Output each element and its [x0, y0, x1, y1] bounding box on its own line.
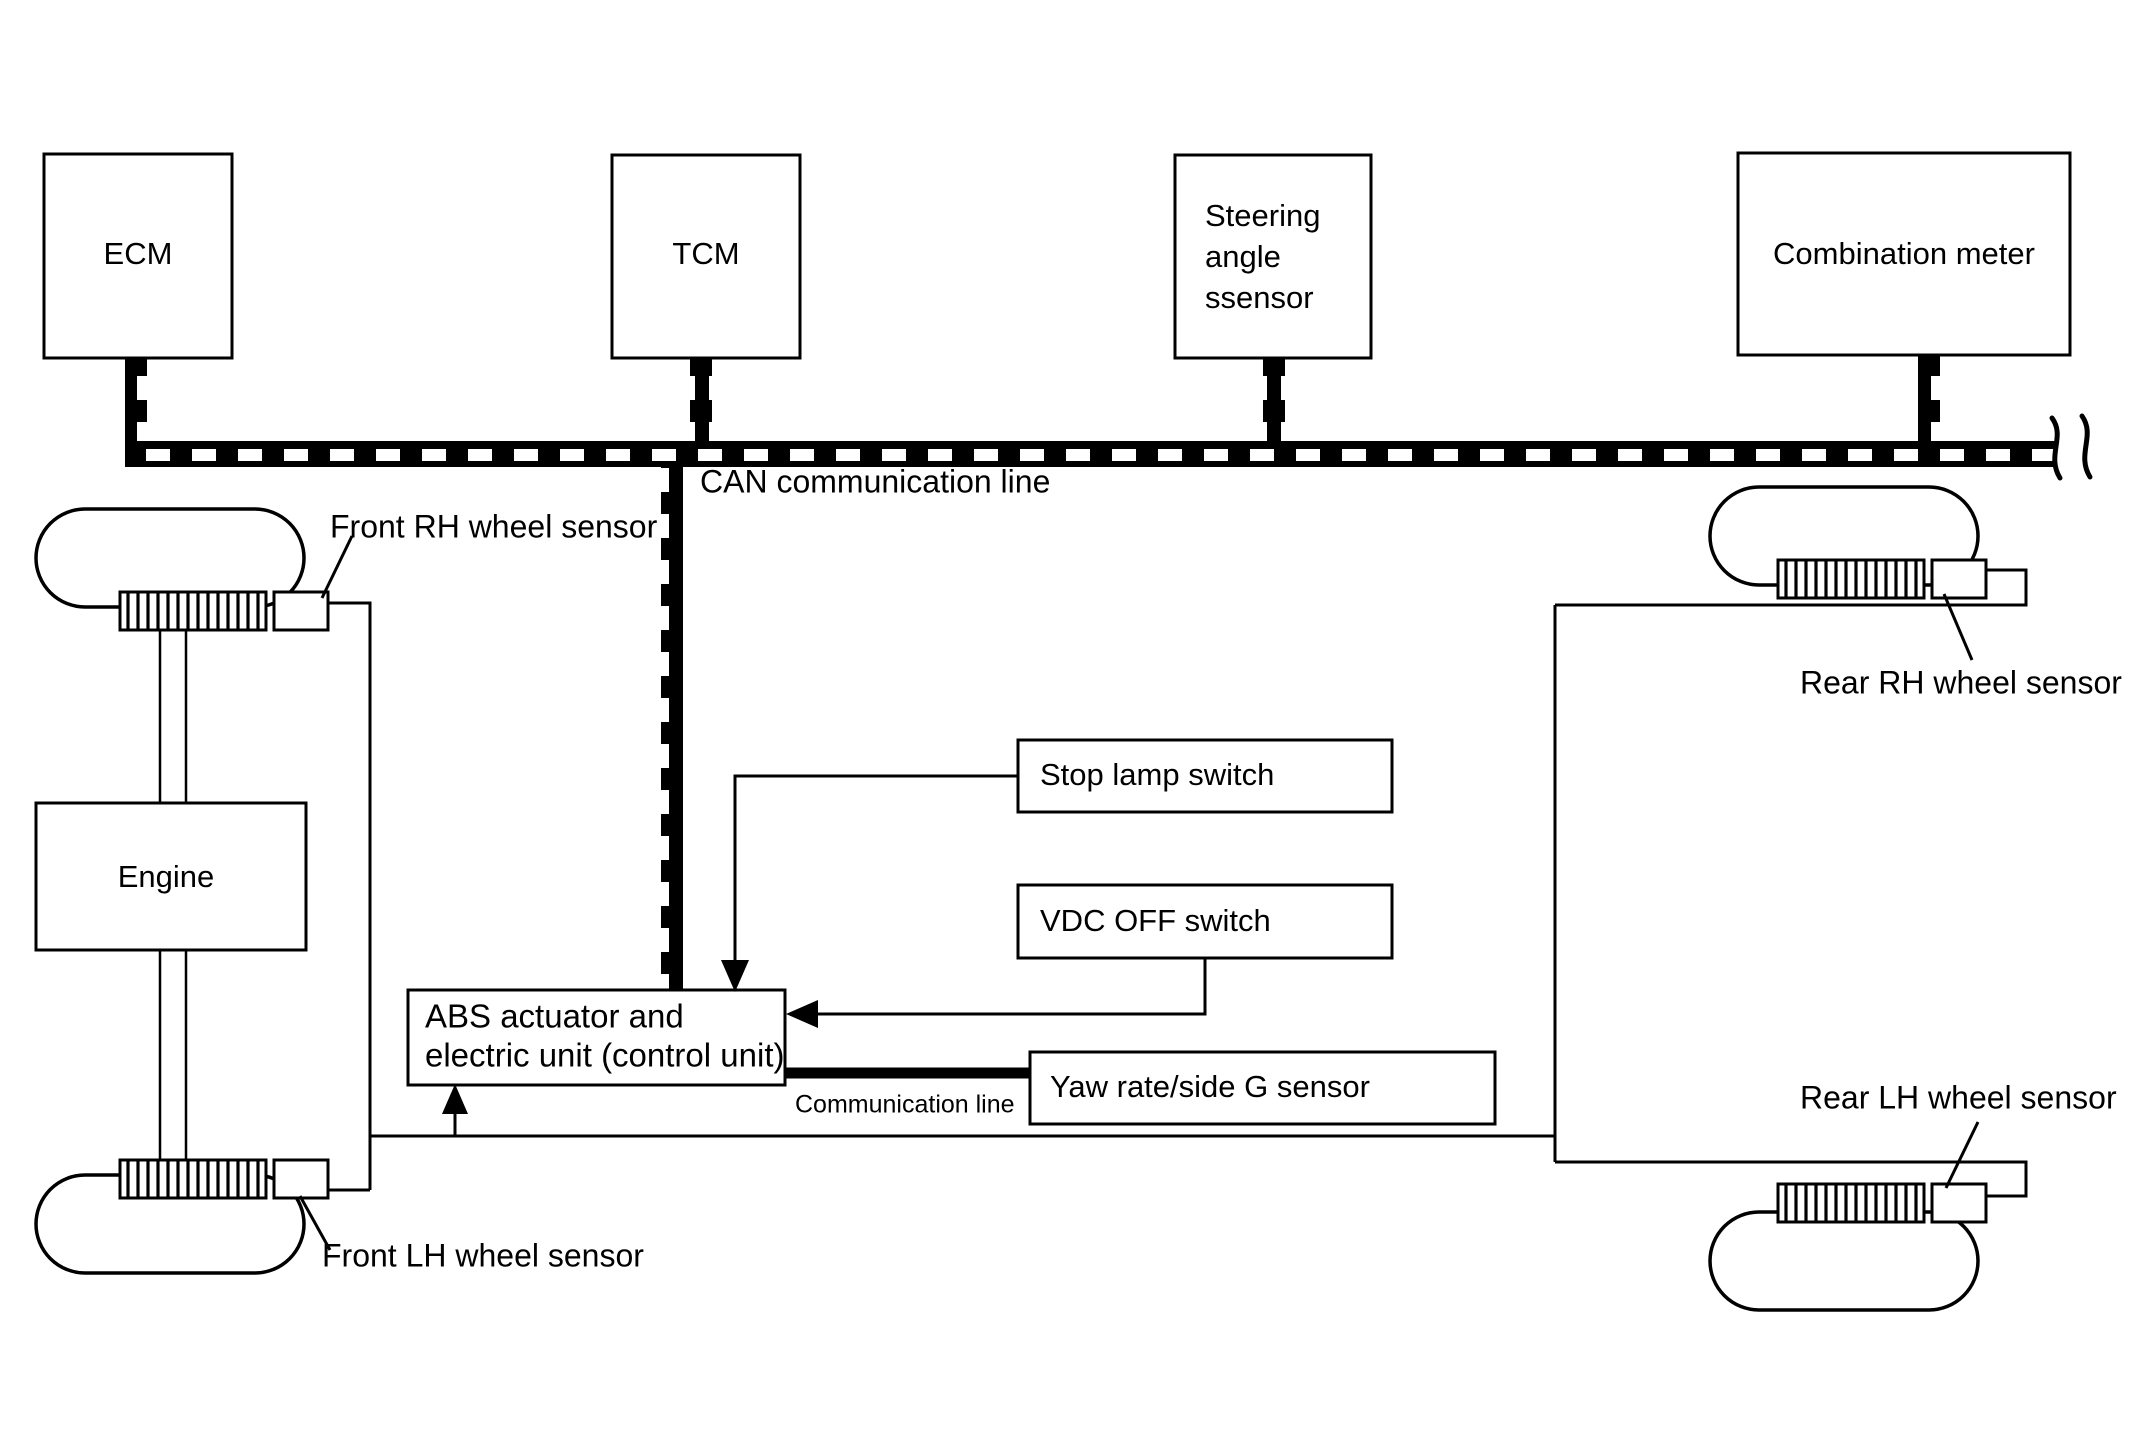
combination-meter-label: Combination meter — [1773, 236, 2035, 271]
wheel-sensor-rear-lh[interactable] — [1930, 1182, 1988, 1224]
can-communication-line-label: CAN communication line — [700, 463, 1050, 499]
can-stub-combination-meter — [1918, 350, 1940, 448]
module-abs-actuator-control-unit[interactable]: ABS actuator and electric unit (control … — [406, 988, 787, 1087]
sensor-rotor-rear-lh — [1776, 1182, 1926, 1224]
can-stub-steering-angle-sensor — [1263, 352, 1285, 448]
leader-front-rh-sensor — [320, 535, 354, 599]
yaw-rate-side-g-sensor-label: Yaw rate/side G sensor — [1050, 1069, 1370, 1104]
module-combination-meter[interactable]: Combination meter — [1736, 151, 2072, 357]
module-tcm-label: TCM — [672, 236, 739, 271]
can-stub-ecm — [125, 352, 147, 448]
steering-angle-sensor-label-line1: Steering — [1205, 198, 1320, 233]
rear-lh-wheel-sensor-label: Rear LH wheel sensor — [1800, 1079, 2117, 1115]
arrow-sensors-to-abs — [442, 1084, 468, 1136]
wheel-sensor-front-lh[interactable] — [272, 1158, 330, 1200]
can-stub-tcm — [690, 352, 712, 448]
sensor-rotor-front-lh — [118, 1158, 268, 1200]
module-ecm[interactable]: ECM — [42, 152, 234, 360]
tire-rear-lh — [1708, 1210, 1980, 1312]
vdc-off-switch-label: VDC OFF switch — [1040, 903, 1271, 938]
wheel-front-rh — [34, 507, 330, 632]
abs-unit-label-line2: electric unit (control unit) — [425, 1037, 784, 1074]
wheel-rear-rh — [1708, 485, 1988, 600]
can-drop-to-abs — [661, 446, 683, 994]
can-communication-bus — [125, 441, 2055, 467]
module-vdc-off-switch[interactable]: VDC OFF switch — [1016, 883, 1394, 960]
sensor-rotor-rear-rh — [1776, 558, 1926, 600]
stop-lamp-switch-label: Stop lamp switch — [1040, 757, 1274, 792]
communication-line-label: Communication line — [795, 1091, 1015, 1119]
module-tcm[interactable]: TCM — [610, 153, 802, 360]
steering-angle-sensor-label-line2: angle — [1205, 239, 1281, 274]
wire-stop-lamp-switch-to-abs — [721, 774, 1018, 992]
wire-rear-rh-sensor — [1555, 568, 2028, 607]
wire-front-rh-sensor — [328, 601, 372, 1136]
leader-front-lh-sensor — [298, 1195, 332, 1251]
module-engine-label: Engine — [118, 859, 215, 894]
leader-rear-lh-sensor — [1944, 1121, 1980, 1189]
wheel-sensor-rear-rh[interactable] — [1930, 558, 1988, 600]
module-yaw-rate-side-g-sensor[interactable]: Yaw rate/side G sensor — [1028, 1050, 1497, 1126]
sensor-rotor-front-rh — [118, 590, 268, 632]
wire-vdc-off-switch-to-abs — [786, 958, 1207, 1028]
front-lh-wheel-sensor-label: Front LH wheel sensor — [322, 1237, 644, 1273]
wheel-rear-lh — [1708, 1182, 1988, 1312]
wheel-front-lh — [34, 1158, 330, 1275]
module-engine[interactable]: Engine — [34, 801, 308, 952]
front-rh-wheel-sensor-label: Front RH wheel sensor — [330, 508, 658, 544]
abs-unit-label-line1: ABS actuator and — [425, 998, 684, 1035]
module-stop-lamp-switch[interactable]: Stop lamp switch — [1016, 738, 1394, 814]
wire-rear-lh-sensor — [1555, 1160, 2028, 1198]
bus-break-icon — [2049, 413, 2093, 481]
rear-rh-wheel-sensor-label: Rear RH wheel sensor — [1800, 664, 2122, 700]
module-ecm-label: ECM — [104, 236, 173, 271]
module-steering-angle-sensor[interactable]: Steering angle ssensor — [1173, 153, 1373, 360]
steering-angle-sensor-label-line3: ssensor — [1205, 280, 1314, 315]
wheel-sensor-front-rh[interactable] — [272, 590, 330, 632]
